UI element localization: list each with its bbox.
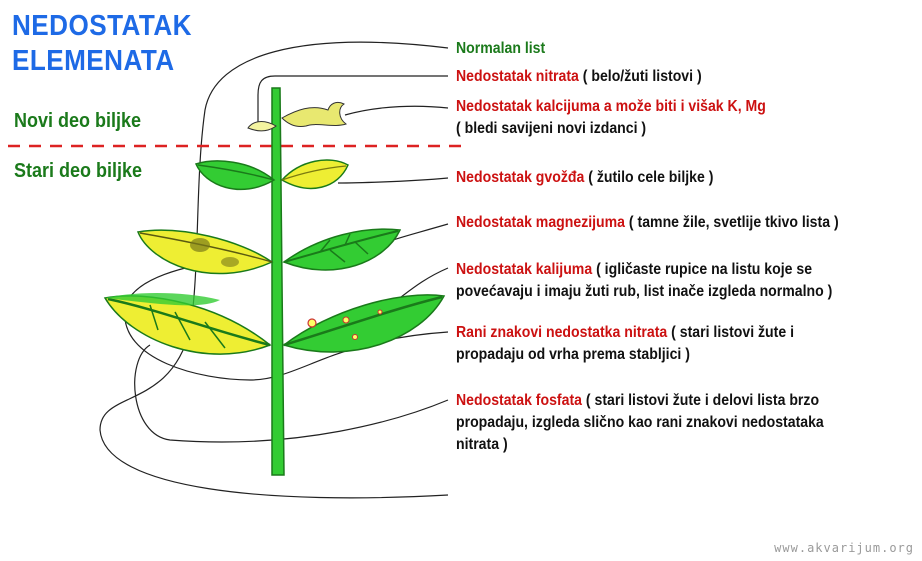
watermark: www.akvarijum.org <box>774 541 914 555</box>
leader-nitrate <box>257 75 448 122</box>
leaf-potassium <box>282 294 446 353</box>
label-magnesium: Nedostatak magnezijuma ( tamne žile, sve… <box>456 214 839 231</box>
leader-early-nitrate <box>124 257 449 381</box>
label-early-nitrate: Rani znakovi nedostatka nitrata ( stari … <box>456 324 795 363</box>
new-part-label: Novi deo biljke <box>14 110 142 132</box>
plant-stem <box>271 87 285 476</box>
diagram-title-line-1: NEDOSTATAK <box>12 10 192 42</box>
label-calcium: Nedostatak kalcijuma a može biti i višak… <box>456 98 766 137</box>
leader-calcium <box>344 105 449 116</box>
leaf-normal <box>194 160 276 191</box>
label-normal-leaf: Normalan list <box>456 40 546 57</box>
leaf-nitrate <box>247 121 277 132</box>
label-nitrate: Nedostatak nitrata ( belo/žuti listovi ) <box>456 68 702 85</box>
label-iron: Nedostatak gvožđa ( žutilo cele biljke ) <box>456 169 714 186</box>
leaf-calcium <box>281 101 348 127</box>
leader-iron <box>337 177 449 184</box>
label-potassium: Nedostatak kalijuma ( igličaste rupice n… <box>456 261 833 300</box>
old-part-label: Stari deo biljke <box>14 160 143 182</box>
leaf-magnesium <box>282 228 402 271</box>
diagram-title-line-2: ELEMENATA <box>12 45 175 77</box>
leaf-phosphate <box>103 295 272 355</box>
label-phosphate: Nedostatak fosfata ( stari listovi žute … <box>456 392 824 453</box>
leaf-iron <box>280 159 349 190</box>
leader-phosphate <box>134 344 449 443</box>
